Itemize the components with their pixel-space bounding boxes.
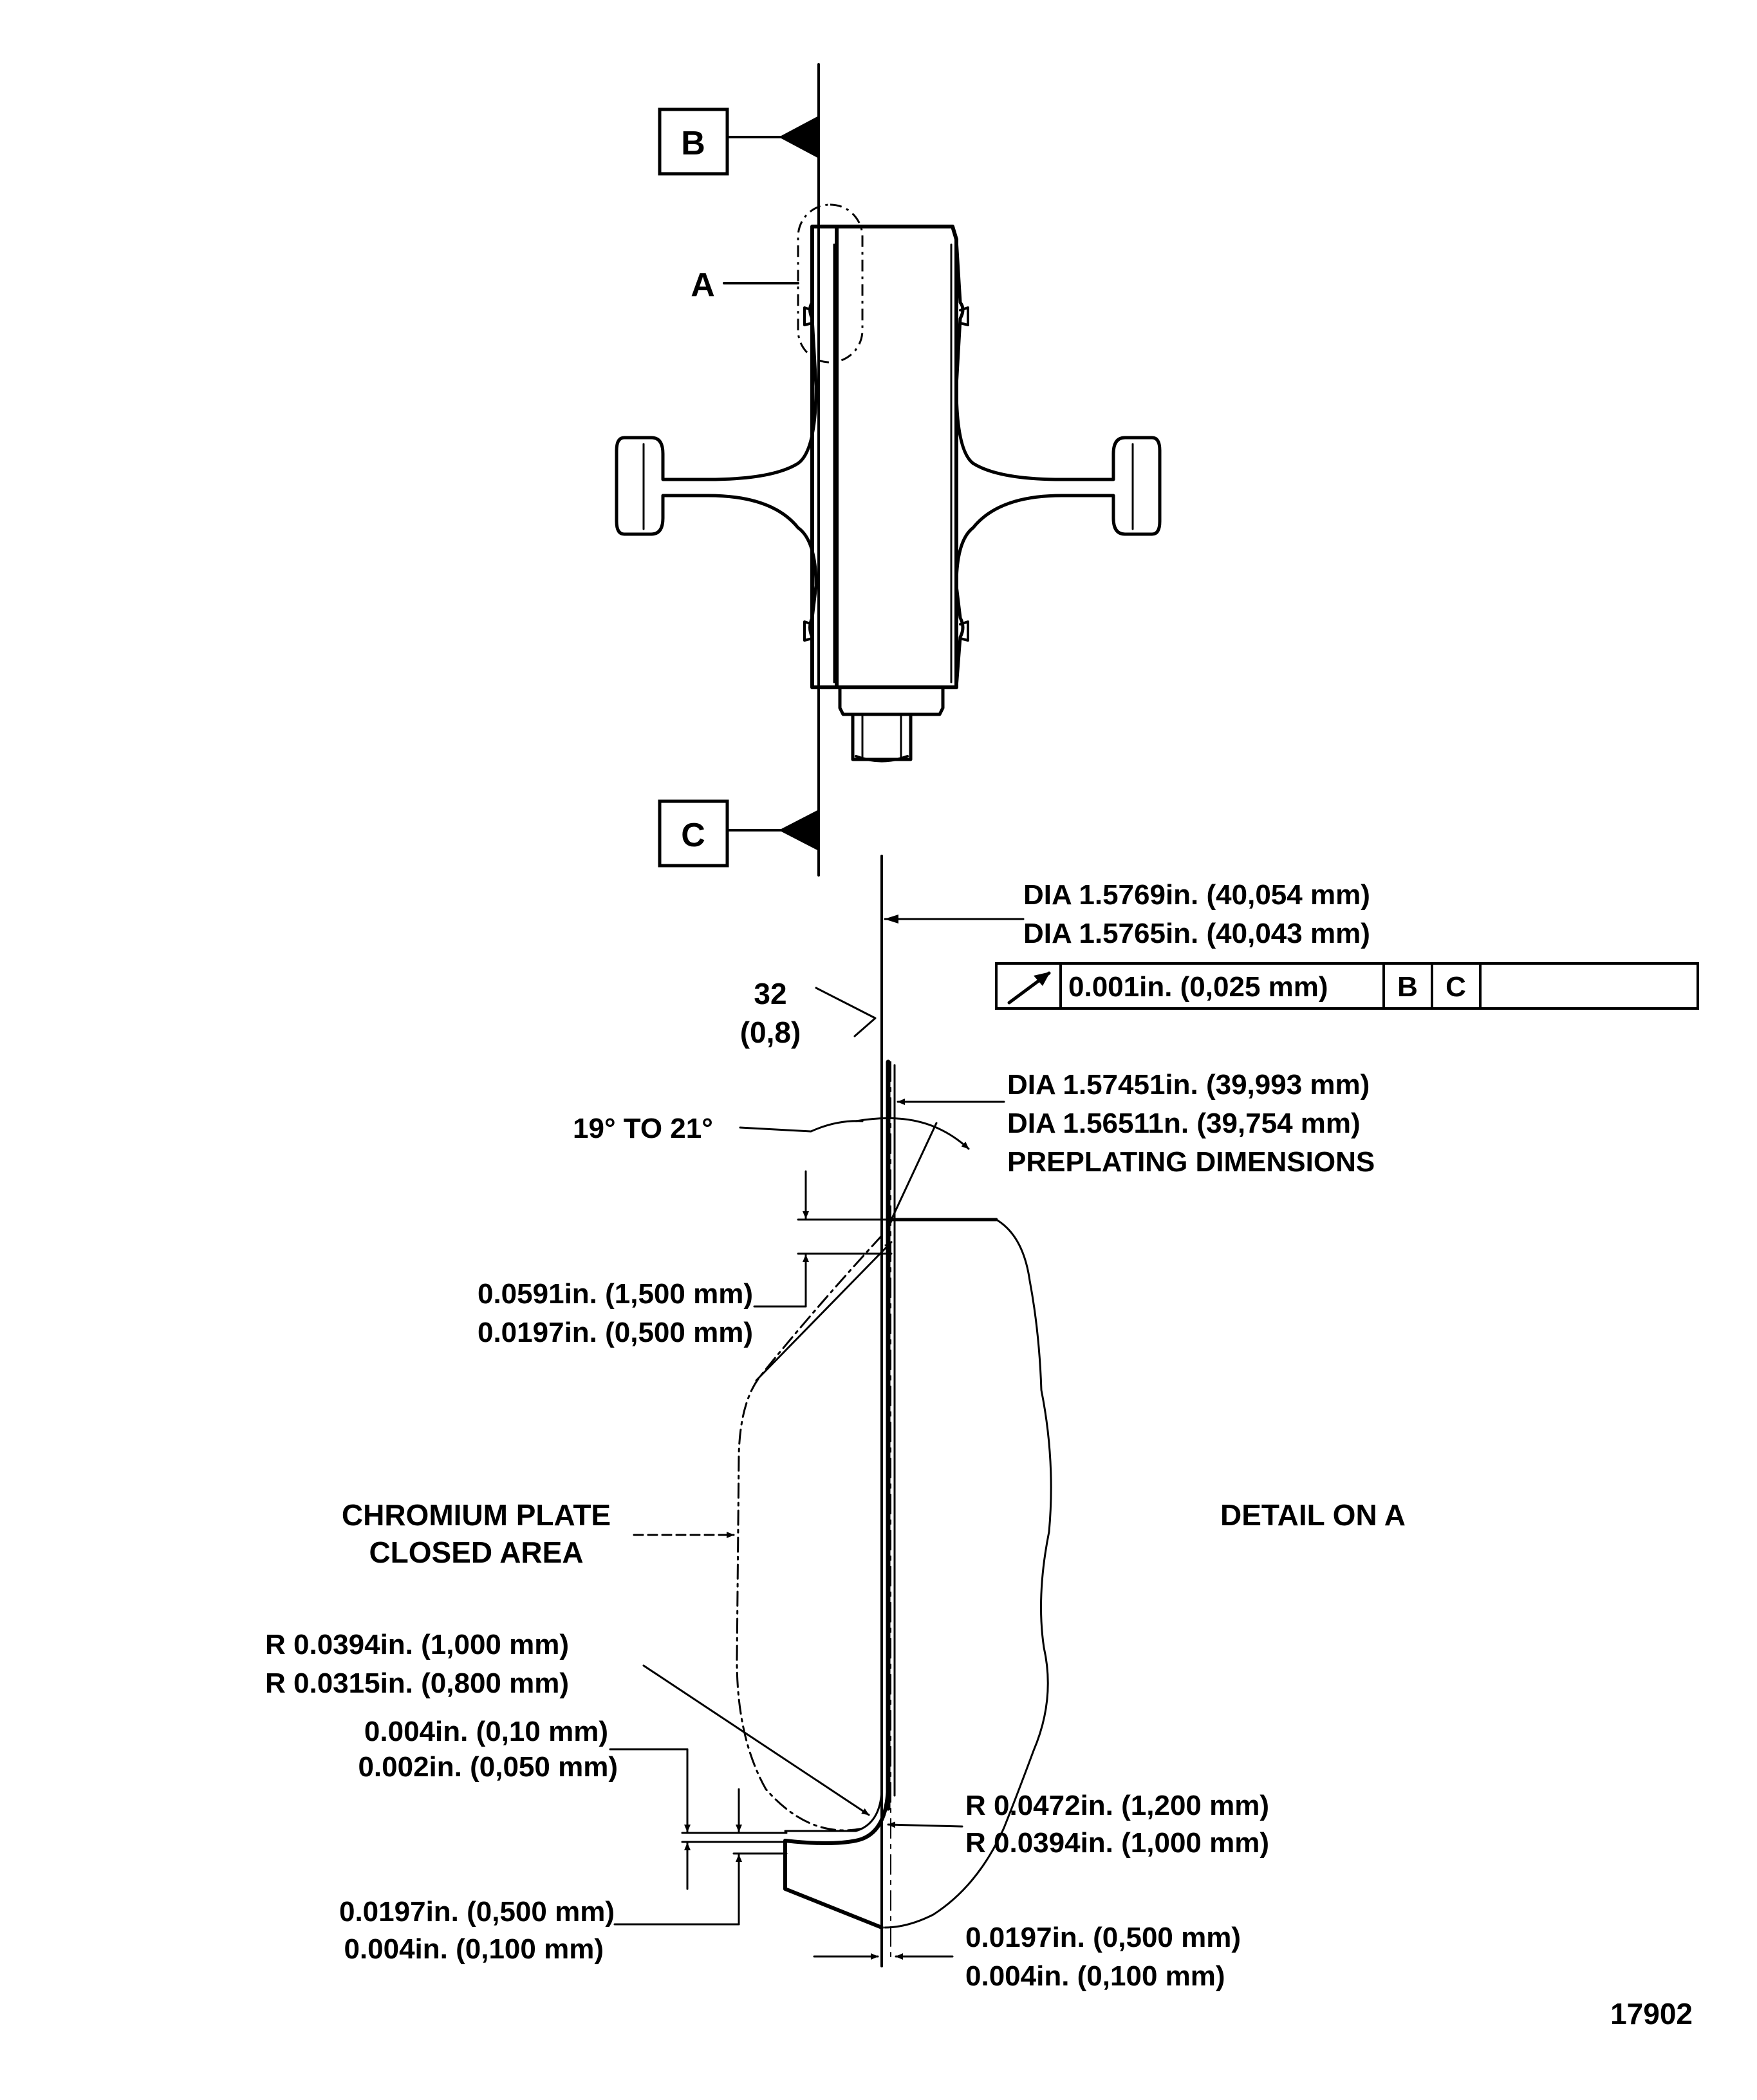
datum-b-label: B bbox=[681, 125, 705, 162]
shoulder-profile bbox=[783, 1870, 884, 1929]
chamfer-diag-leader bbox=[755, 1241, 893, 1382]
shaft-nut bbox=[838, 685, 945, 763]
preplating-dia-max-label: DIA 1.57451in. (39,993 mm) bbox=[1007, 1069, 1370, 1101]
right-arm bbox=[971, 436, 1162, 536]
runout-feature-frame: 0.001in. (0,025 mm) B C bbox=[995, 962, 1699, 1010]
inner-fillet-profile bbox=[784, 1781, 883, 1832]
angle-label: 19° TO 21° bbox=[573, 1113, 713, 1144]
roughness-value: 32 bbox=[754, 977, 786, 1010]
break-line bbox=[884, 1218, 1052, 1929]
chromium-closed-area-outline bbox=[736, 1234, 883, 1832]
detail-a-callout-label: A bbox=[691, 266, 715, 304]
shaft-body bbox=[796, 225, 975, 689]
datum-c-triangle bbox=[779, 810, 819, 851]
dia-max-label: DIA 1.5769in. (40,054 mm) bbox=[1023, 879, 1370, 911]
radius-inner-leader bbox=[642, 1664, 870, 1816]
roughness-symbol bbox=[815, 987, 877, 1037]
left-arm bbox=[615, 436, 800, 536]
chromium-label-line1: CHROMIUM PLATE bbox=[342, 1498, 611, 1532]
roughness-metric: (0,8) bbox=[740, 1016, 801, 1049]
angle-arc bbox=[855, 1117, 970, 1150]
radius-inner-max-label: R 0.0394in. (1,000 mm) bbox=[265, 1629, 569, 1660]
runout-datum-b: B bbox=[1397, 971, 1418, 1003]
radius-inner-min-label: R 0.0315in. (0,800 mm) bbox=[265, 1668, 569, 1699]
datum-b-box bbox=[658, 107, 729, 176]
runout-arrow-icon bbox=[1007, 971, 1051, 1005]
detail-title: DETAIL ON A bbox=[1220, 1498, 1406, 1532]
detail-a-view: DIA 1.5769in. (40,054 mm) DIA 1.5765in. … bbox=[265, 855, 1699, 1992]
shoulder-max-label: 0.0197in. (0,500 mm) bbox=[339, 1896, 615, 1928]
runout-value: 0.001in. (0,025 mm) bbox=[1068, 971, 1328, 1003]
fillet-profile bbox=[783, 1781, 890, 1873]
chamfer-max-label: 0.0591in. (1,500 mm) bbox=[478, 1278, 753, 1310]
step-min-label: 0.002in. (0,050 mm) bbox=[358, 1751, 618, 1783]
datum-b-triangle bbox=[779, 116, 819, 158]
preplating-label: PREPLATING DIMENSIONS bbox=[1007, 1146, 1375, 1178]
part-top-edge bbox=[886, 1218, 998, 1228]
runout-datum-c: C bbox=[1446, 971, 1466, 1003]
figure-number: 17902 bbox=[1610, 1997, 1693, 2030]
shaft-assembly-view: B C A bbox=[615, 63, 1162, 877]
plating-thick-max-label: 0.0197in. (0,500 mm) bbox=[965, 1922, 1241, 1953]
datum-c-label: C bbox=[681, 817, 705, 854]
radius-outer-max-label: R 0.0472in. (1,200 mm) bbox=[965, 1790, 1269, 1821]
preplating-dia-min-label: DIA 1.56511n. (39,754 mm) bbox=[1007, 1108, 1361, 1139]
angle-leader bbox=[739, 1120, 864, 1133]
plating-thick-min-label: 0.004in. (0,100 mm) bbox=[965, 1960, 1225, 1992]
detail-a-region bbox=[797, 203, 864, 364]
chamfer-line bbox=[890, 1122, 938, 1221]
chromium-label-line2: CLOSED AREA bbox=[369, 1536, 583, 1569]
dia-min-label: DIA 1.5765in. (40,043 mm) bbox=[1023, 918, 1370, 949]
step-max-label: 0.004in. (0,10 mm) bbox=[364, 1716, 608, 1747]
radius-outer-min-label: R 0.0394in. (1,000 mm) bbox=[965, 1827, 1269, 1859]
datum-c-box bbox=[658, 799, 729, 868]
chamfer-min-label: 0.0197in. (0,500 mm) bbox=[478, 1317, 753, 1348]
shoulder-min-label: 0.004in. (0,100 mm) bbox=[344, 1933, 604, 1965]
radius-outer-leader bbox=[887, 1821, 963, 1828]
